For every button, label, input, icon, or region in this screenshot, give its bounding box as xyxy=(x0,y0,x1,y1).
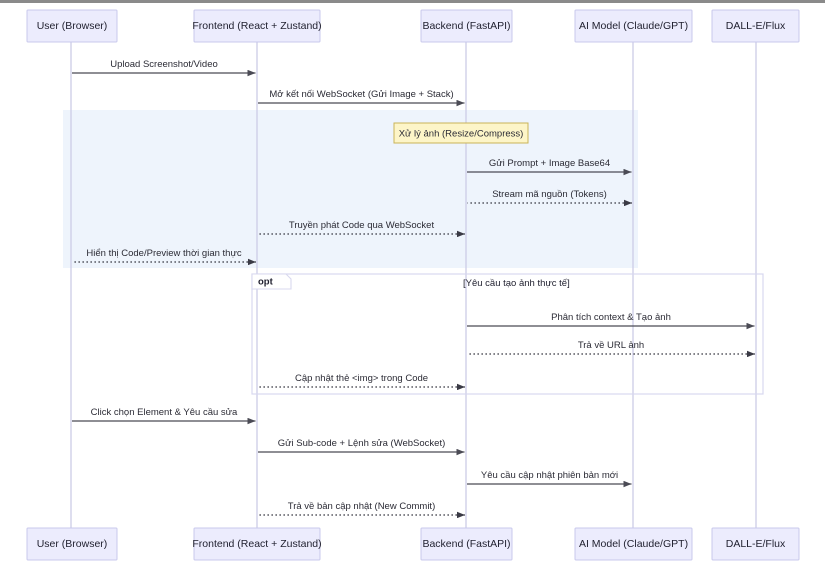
participant-label: Frontend (React + Zustand) xyxy=(192,20,321,32)
top-scrollbar-strip xyxy=(0,0,825,3)
message-label: Cập nhật thẻ <img> trong Code xyxy=(295,373,428,384)
participant-box[interactable] xyxy=(711,9,800,43)
participant-box[interactable] xyxy=(574,527,693,561)
message-label: Stream mã nguồn (Tokens) xyxy=(492,189,607,200)
message-label: Mở kết nối WebSocket (Gửi Image + Stack) xyxy=(269,89,453,100)
message-label: Gửi Prompt + Image Base64 xyxy=(489,158,610,169)
message-label: Hiển thị Code/Preview thời gian thực xyxy=(86,248,241,259)
messages-layer: Upload Screenshot/Video Mở kết nối WebSoc… xyxy=(72,59,755,519)
participant-box[interactable] xyxy=(574,9,693,43)
message-label: Upload Screenshot/Video xyxy=(110,59,218,70)
participant-label: AI Model (Claude/GPT) xyxy=(579,20,688,32)
participant-box[interactable] xyxy=(193,9,321,43)
participant-box[interactable] xyxy=(420,9,513,43)
participant-label: AI Model (Claude/GPT) xyxy=(579,538,688,550)
message-m7: Phân tích context & Tạo ảnh xyxy=(467,312,755,330)
participant-top-user[interactable]: User (Browser) xyxy=(26,9,118,43)
message-label: Trả về bản cập nhật (New Commit) xyxy=(288,501,435,512)
participant-bottom-image[interactable]: DALL-E/Flux xyxy=(711,527,800,561)
fragment-tag-label: opt xyxy=(258,277,274,288)
message-m6: Hiển thị Code/Preview thời gian thực xyxy=(72,248,256,266)
message-m9: Cập nhật thẻ <img> trong Code xyxy=(258,373,465,391)
participant-box[interactable] xyxy=(420,527,513,561)
highlight-regions-layer xyxy=(63,110,638,268)
participant-bottom-user[interactable]: User (Browser) xyxy=(26,527,118,561)
participants-layer: User (Browser) Frontend (React + Zustand)… xyxy=(26,9,800,561)
message-label: Phân tích context & Tạo ảnh xyxy=(551,312,671,323)
message-m2: Mở kết nối WebSocket (Gửi Image + Stack) xyxy=(258,89,465,107)
participant-top-backend[interactable]: Backend (FastAPI) xyxy=(420,9,513,43)
note-text: Xử lý ảnh (Resize/Compress) xyxy=(399,128,524,139)
highlight-region xyxy=(63,110,638,268)
participant-top-image[interactable]: DALL-E/Flux xyxy=(711,9,800,43)
message-m8: Trả về URL ảnh xyxy=(467,340,755,358)
participant-label: User (Browser) xyxy=(37,538,108,550)
message-m13: Trả về bản cập nhật (New Commit) xyxy=(258,501,465,519)
fragment-frame-opt xyxy=(251,273,764,395)
message-m1: Upload Screenshot/Video xyxy=(72,59,256,77)
participant-label: Backend (FastAPI) xyxy=(422,538,510,550)
participant-box[interactable] xyxy=(193,527,321,561)
participant-top-ai[interactable]: AI Model (Claude/GPT) xyxy=(574,9,693,43)
participant-top-frontend[interactable]: Frontend (React + Zustand) xyxy=(192,9,322,43)
participant-box[interactable] xyxy=(26,527,118,561)
message-m4: Stream mã nguồn (Tokens) xyxy=(467,189,632,207)
message-m3: Gửi Prompt + Image Base64 xyxy=(467,158,632,176)
message-m10: Click chọn Element & Yêu cầu sửa xyxy=(72,407,256,425)
message-label: Trả về URL ảnh xyxy=(578,340,644,351)
participant-label: Frontend (React + Zustand) xyxy=(192,538,321,550)
message-label: Yêu cầu cập nhật phiên bản mới xyxy=(481,470,618,481)
fragment-condition-label: [Yêu cầu tạo ảnh thực tế] xyxy=(463,278,570,289)
participant-label: DALL-E/Flux xyxy=(726,538,786,550)
participant-bottom-backend[interactable]: Backend (FastAPI) xyxy=(420,527,513,561)
message-m12: Yêu cầu cập nhật phiên bản mới xyxy=(467,470,632,488)
participant-bottom-ai[interactable]: AI Model (Claude/GPT) xyxy=(574,527,693,561)
participant-bottom-frontend[interactable]: Frontend (React + Zustand) xyxy=(192,527,322,561)
note-box xyxy=(393,122,529,144)
participant-label: DALL-E/Flux xyxy=(726,20,786,32)
fragment-tag-shape xyxy=(251,273,292,290)
participant-box[interactable] xyxy=(26,9,118,43)
message-m5: Truyền phát Code qua WebSocket xyxy=(258,220,465,238)
fragments-layer: opt [Yêu cầu tạo ảnh thực tế] xyxy=(251,273,764,395)
notes-layer: Xử lý ảnh (Resize/Compress) xyxy=(393,122,529,144)
note-note1: Xử lý ảnh (Resize/Compress) xyxy=(393,122,529,144)
participant-label: User (Browser) xyxy=(37,20,108,32)
message-label: Click chọn Element & Yêu cầu sửa xyxy=(91,407,238,418)
message-m11: Gửi Sub-code + Lệnh sửa (WebSocket) xyxy=(258,438,465,456)
participant-box[interactable] xyxy=(711,527,800,561)
participant-label: Backend (FastAPI) xyxy=(422,20,510,32)
message-label: Gửi Sub-code + Lệnh sửa (WebSocket) xyxy=(278,438,446,449)
message-label: Truyền phát Code qua WebSocket xyxy=(289,220,435,231)
